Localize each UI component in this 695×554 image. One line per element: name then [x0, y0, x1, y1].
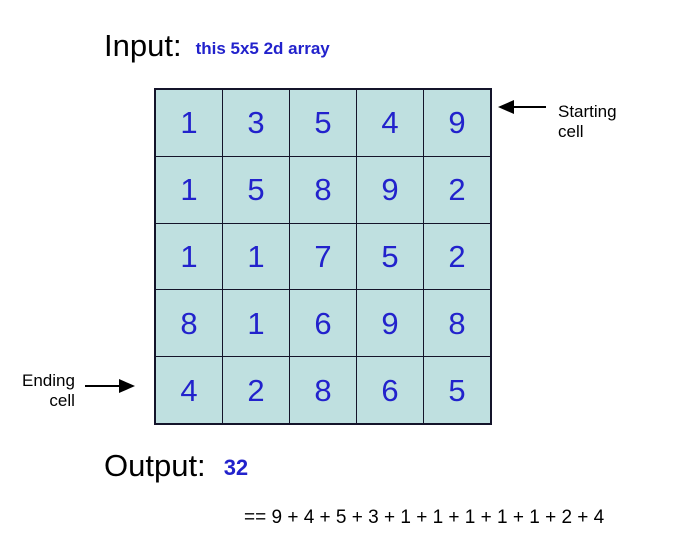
grid-cell[interactable]: 1 — [223, 290, 289, 357]
grid-cell[interactable]: 8 — [290, 357, 356, 423]
arrow-right-icon — [84, 376, 135, 396]
grid-cell[interactable]: 5 — [424, 357, 490, 423]
starting-cell-label-line1: Starting — [558, 102, 617, 121]
grid-cell[interactable]: 1 — [156, 90, 222, 156]
starting-cell-annotation: Starting cell — [498, 97, 617, 142]
starting-cell-label: Starting cell — [558, 102, 617, 142]
output-heading: Output: 32 — [104, 450, 248, 481]
ending-cell-label-line2: cell — [49, 391, 75, 410]
grid-cell[interactable]: 8 — [424, 290, 490, 357]
starting-cell-label-line2: cell — [558, 122, 584, 141]
grid-cell[interactable]: 2 — [223, 357, 289, 423]
grid-cell[interactable]: 5 — [223, 156, 289, 223]
ending-cell-label: Ending cell — [22, 371, 75, 411]
grid-cell[interactable]: 5 — [290, 90, 356, 156]
ending-cell-annotation: Ending cell — [22, 371, 135, 411]
grid-cell[interactable]: 1 — [156, 223, 222, 290]
grid-cell[interactable]: 2 — [424, 223, 490, 290]
output-label: Output: — [104, 448, 206, 483]
ending-cell-label-line1: Ending — [22, 371, 75, 390]
input-note: this 5x5 2d array — [195, 39, 330, 58]
grid-cell[interactable]: 6 — [357, 357, 423, 423]
input-heading: Input: this 5x5 2d array — [104, 30, 330, 61]
grid-cell[interactable]: 5 — [357, 223, 423, 290]
arrow-left-icon — [498, 97, 546, 117]
grid-cell[interactable]: 8 — [156, 290, 222, 357]
grid-cell-start[interactable]: 9 — [424, 90, 490, 156]
grid-cell[interactable]: 3 — [223, 90, 289, 156]
input-label: Input: — [104, 28, 182, 63]
array-grid: 1 3 5 4 9 1 5 8 9 2 1 1 7 5 2 8 1 6 9 8 … — [154, 88, 492, 425]
grid-cell[interactable]: 2 — [424, 156, 490, 223]
grid-cell-end[interactable]: 4 — [156, 357, 222, 423]
grid-cell[interactable]: 6 — [290, 290, 356, 357]
grid-cell[interactable]: 8 — [290, 156, 356, 223]
grid-cell[interactable]: 4 — [357, 90, 423, 156]
grid-cell[interactable]: 7 — [290, 223, 356, 290]
grid-cell[interactable]: 1 — [223, 223, 289, 290]
grid-cell[interactable]: 9 — [357, 156, 423, 223]
grid-cell[interactable]: 1 — [156, 156, 222, 223]
grid-cell[interactable]: 9 — [357, 290, 423, 357]
output-value: 32 — [223, 455, 249, 480]
output-expression: == 9 + 4 + 5 + 3 + 1 + 1 + 1 + 1 + 1 + 2… — [244, 507, 605, 528]
